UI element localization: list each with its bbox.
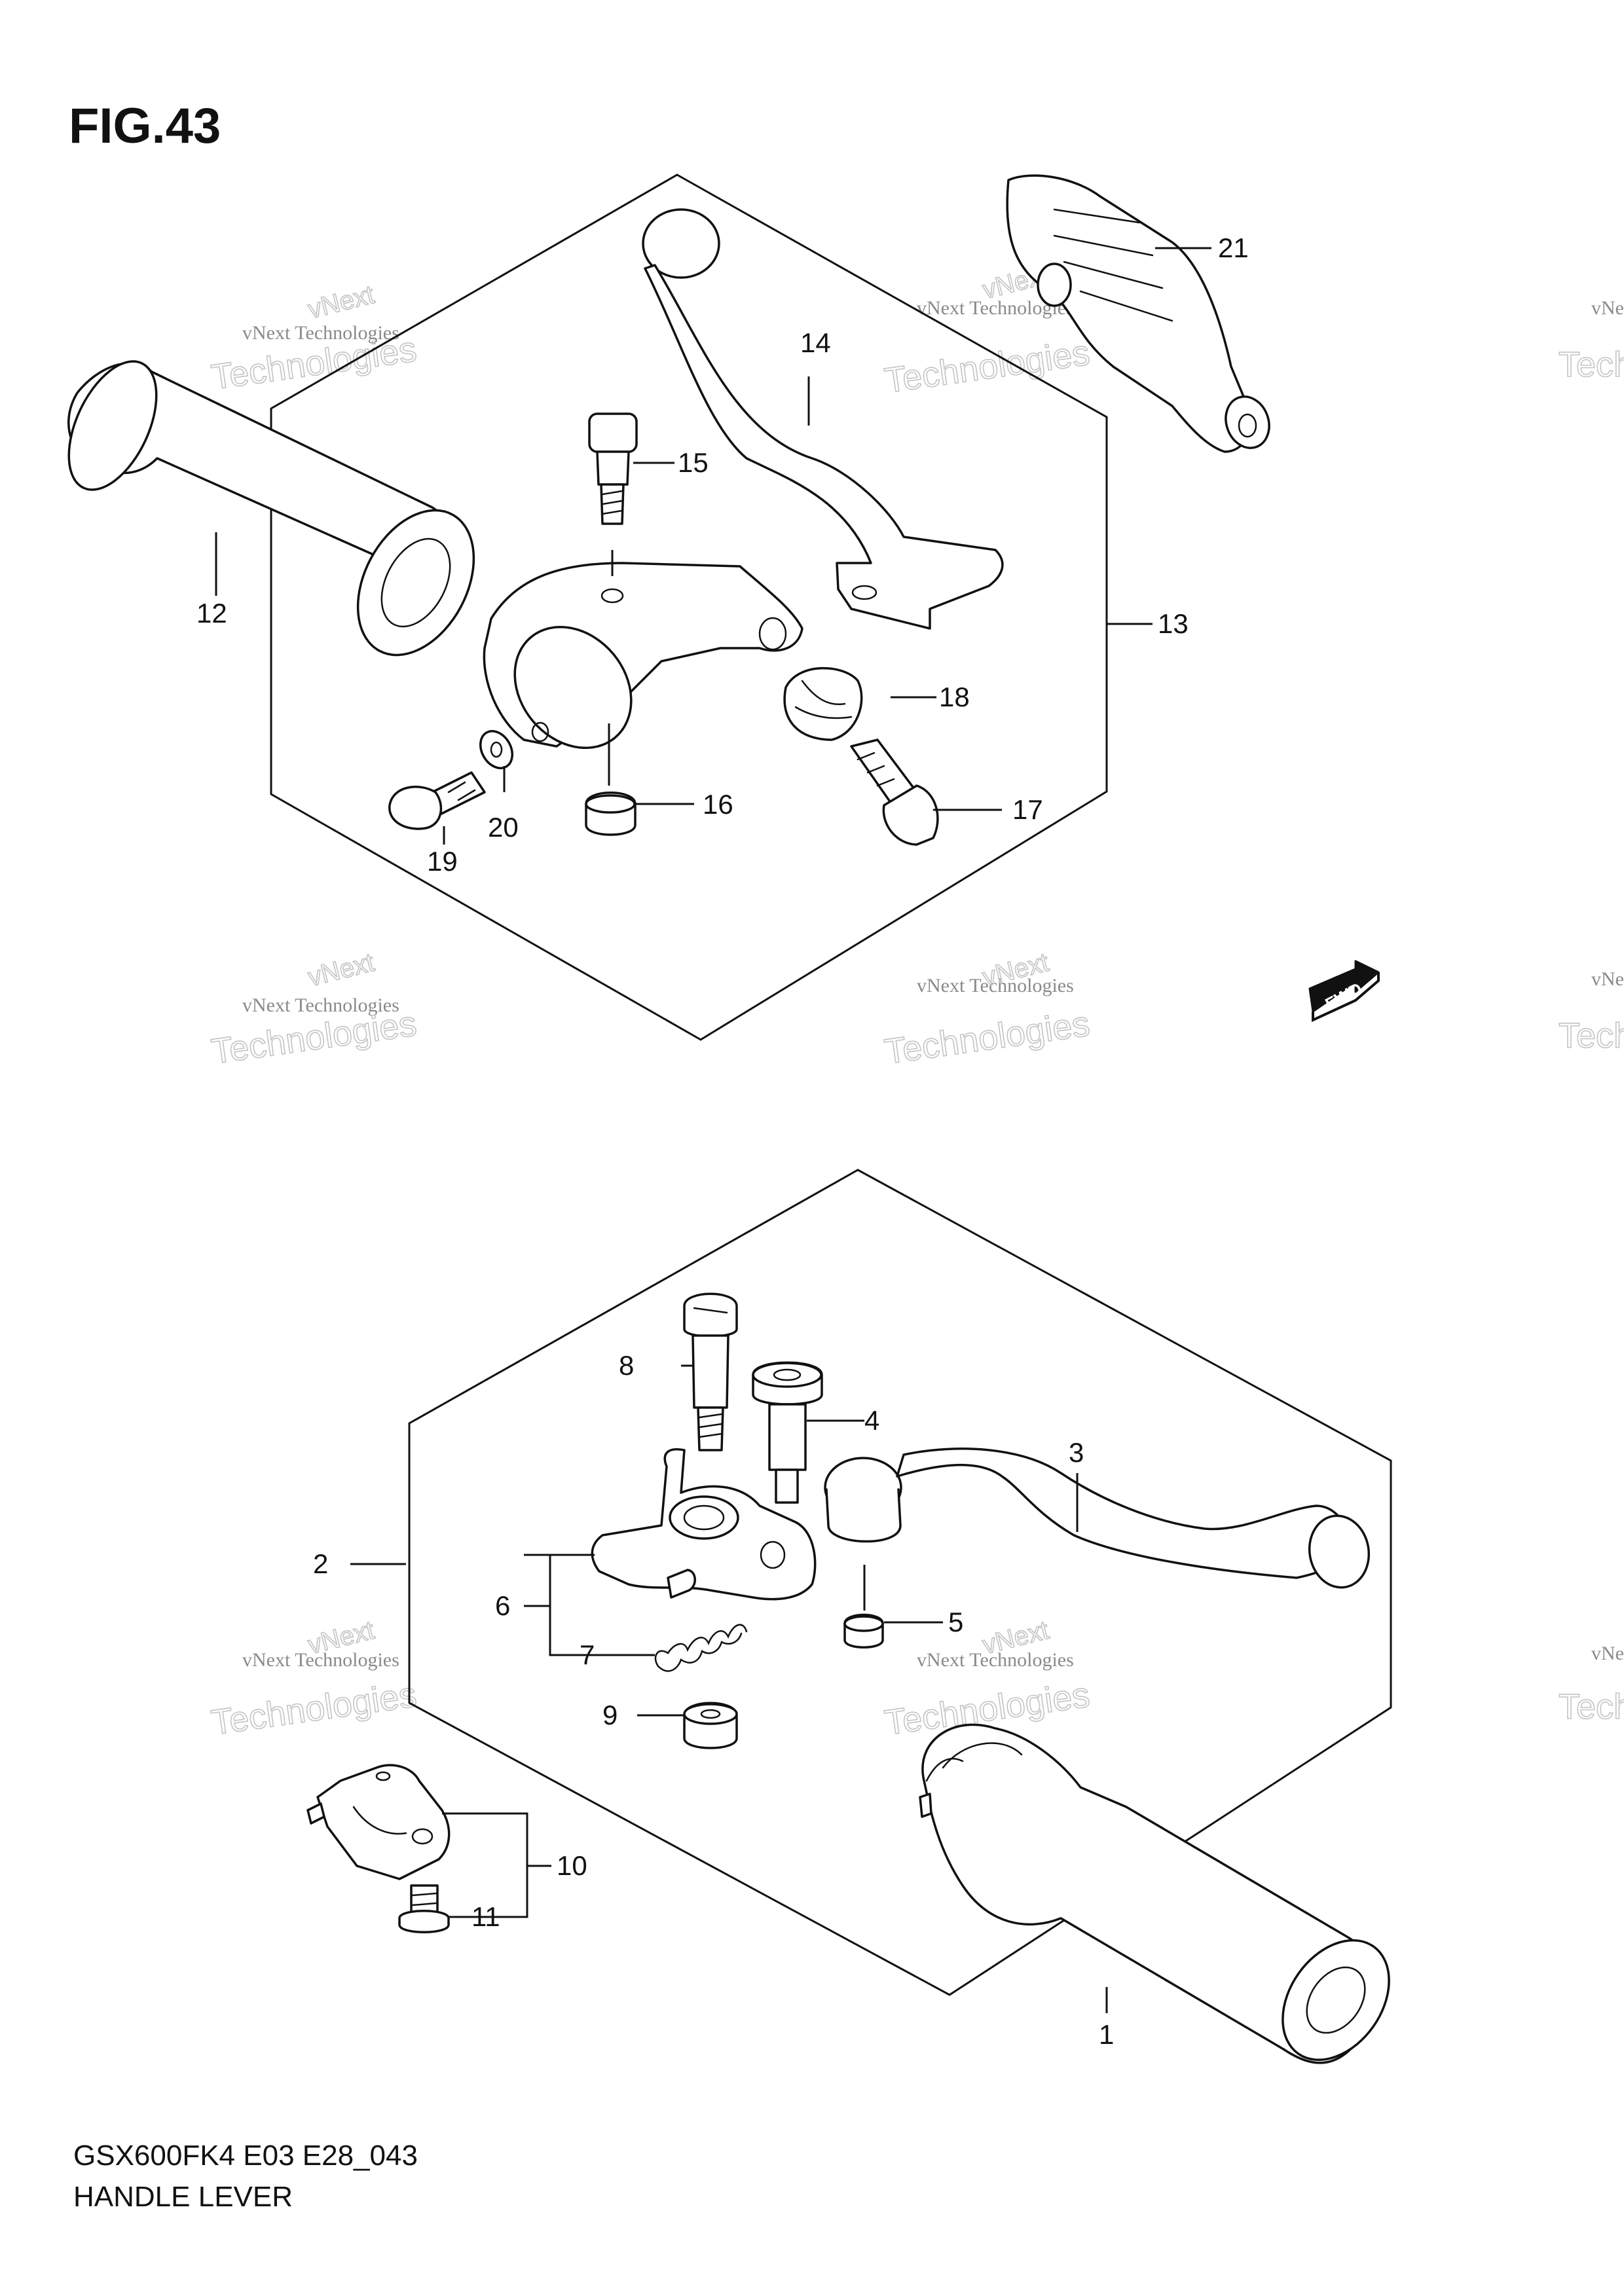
watermark-company: vNext Technologies [1591, 968, 1624, 990]
callout-18: 18 [939, 682, 970, 712]
callout-9: 9 [602, 1700, 618, 1730]
footer-code: GSX600FK4 E03 E28_043 [73, 2140, 418, 2172]
watermark-stamp-bottom: Technologies [882, 1004, 1092, 1072]
watermark-company: vNext Technologies [917, 1649, 1074, 1671]
assembly-frame-clutch-lever [270, 173, 1108, 1041]
part-bolt [388, 771, 486, 830]
assembly-frame-brake-lever [408, 1169, 1392, 1996]
watermark-company: vNext Technologies [242, 1649, 399, 1671]
part-clutch-lever [642, 208, 1004, 630]
callout-8: 8 [619, 1350, 634, 1381]
watermark: vNext Technologies Technologies [1558, 297, 1624, 385]
watermark: vNext Technologies Technologies [1558, 968, 1624, 1056]
fwd-arrow: FWD [1308, 960, 1380, 1023]
callout-21: 21 [1218, 232, 1249, 263]
watermark-stamp-bottom: Technologies [1559, 1687, 1624, 1726]
watermark-stamp-bottom: Technologies [209, 1675, 419, 1742]
callout-15: 15 [678, 447, 709, 478]
footer-name: HANDLE LEVER [73, 2181, 293, 2213]
watermark-company: vNext Technologies [242, 322, 399, 344]
callout-12: 12 [196, 598, 227, 629]
watermark-stamp-bottom: Technologies [1559, 345, 1624, 384]
part-grip-right [919, 1723, 1390, 2064]
watermark: vNext Technologies Technologies vNext [881, 1615, 1092, 1743]
watermarks: vNext Technologies Technologies vNext vN… [208, 260, 1624, 1743]
callout-2: 2 [313, 1548, 328, 1579]
watermark: vNext Technologies Technologies vNext [208, 947, 419, 1072]
callout-labels: 21 14 15 12 13 18 16 17 20 19 3 4 8 2 6 … [196, 232, 1249, 2050]
watermark: vNext Technologies Technologies vNext [881, 947, 1092, 1072]
figure-title: FIG.43 [69, 98, 221, 154]
callout-6: 6 [495, 1590, 510, 1621]
leader-lines [215, 247, 1211, 2013]
watermark-company: vNext Technologies [1591, 1643, 1624, 1664]
part-washer [479, 730, 513, 769]
callout-11: 11 [471, 1901, 500, 1932]
part-spring [654, 1624, 748, 1672]
part-lever-screw [683, 1292, 738, 1451]
watermark-company: vNext Technologies [242, 994, 399, 1016]
callout-14: 14 [800, 327, 831, 358]
part-washer-hole [490, 741, 503, 758]
watermark-stamp-top: vNext [305, 948, 377, 992]
callout-19: 19 [427, 846, 458, 877]
part-lever-nut [683, 1702, 738, 1749]
part-grip-left [67, 360, 475, 657]
callout-7: 7 [580, 1639, 595, 1670]
callout-3: 3 [1069, 1437, 1084, 1468]
part-lever-holder [483, 562, 803, 750]
watermark-company: vNext Technologies [917, 975, 1074, 996]
callout-17: 17 [1012, 794, 1043, 825]
part-brake-nut [843, 1613, 884, 1649]
callout-20: 20 [488, 812, 519, 843]
callout-4: 4 [864, 1405, 879, 1436]
callout-1: 1 [1099, 2019, 1114, 2050]
part-adjuster [783, 666, 863, 741]
part-switch-screw [398, 1884, 450, 1933]
part-brake-pivot-bolt [752, 1361, 823, 1504]
watermark-company: vNext Technologies [1591, 297, 1624, 319]
part-brake-lever [824, 1448, 1371, 1589]
part-nut [585, 792, 637, 836]
watermark: vNext Technologies Technologies vNext [208, 1615, 419, 1743]
watermark-stamp-bottom: Technologies [1559, 1016, 1624, 1055]
callout-13: 13 [1158, 608, 1189, 639]
watermark: vNext Technologies Technologies [1558, 1643, 1624, 1727]
part-pivot-bolt [588, 412, 638, 525]
part-lever-cover [1006, 174, 1270, 453]
part-brake-switch [306, 1764, 451, 1880]
watermark: vNext Technologies Technologies vNext [208, 280, 419, 397]
part-cable-adjuster [850, 738, 939, 846]
part-adjuster-bracket [591, 1448, 817, 1601]
callout-5: 5 [948, 1607, 963, 1637]
watermark-stamp-top: vNext [305, 280, 377, 324]
callout-10: 10 [557, 1850, 587, 1881]
callout-16: 16 [703, 789, 733, 820]
